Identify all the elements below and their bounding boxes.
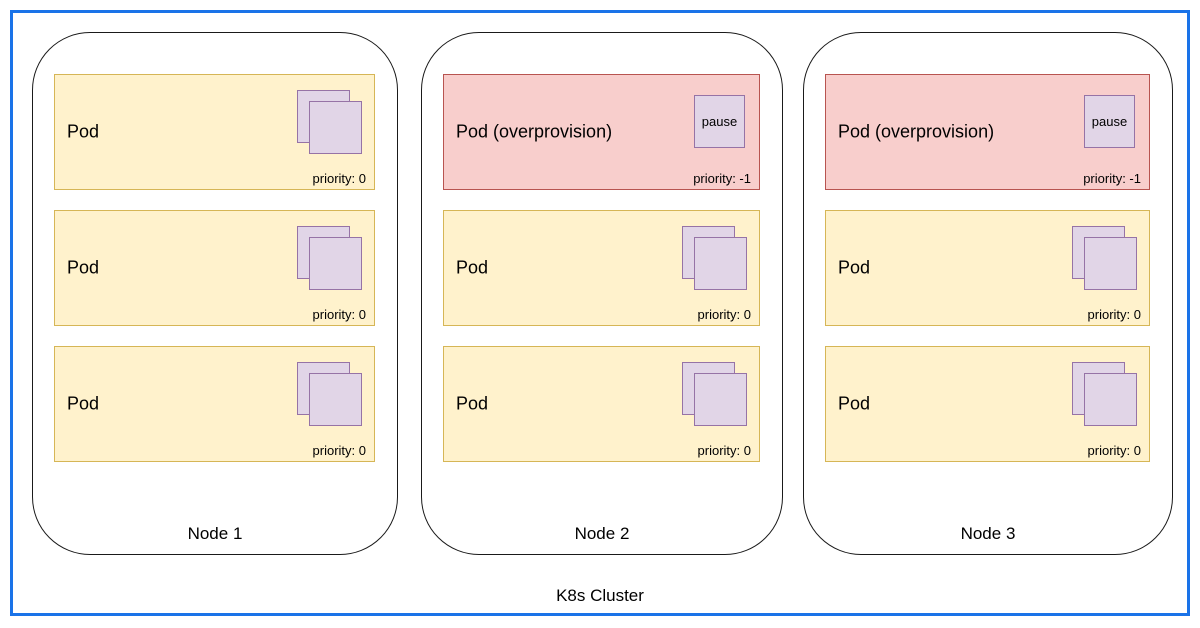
pod-priority: priority: 0 (697, 443, 751, 458)
node-1-pods: Pod priority: 0 Pod priority: 0 (54, 74, 375, 482)
pod-label: Pod (838, 257, 871, 278)
pod-overprovision: Pod (overprovision) pause priority: -1 (443, 74, 760, 190)
square-front (309, 101, 362, 154)
overlapping-squares-icon (1072, 362, 1138, 427)
overlapping-squares-icon (297, 90, 363, 155)
square-front (1084, 373, 1137, 426)
pod: Pod priority: 0 (825, 210, 1150, 326)
overlapping-squares-icon (1072, 226, 1138, 291)
pod-priority: priority: 0 (697, 307, 751, 322)
square-front (694, 237, 747, 290)
pause-label: pause (701, 114, 738, 129)
pod-label: Pod (overprovision) (838, 121, 995, 142)
square-front (309, 373, 362, 426)
pod-label: Pod (456, 257, 489, 278)
pod: Pod priority: 0 (54, 346, 375, 462)
square-front (1084, 237, 1137, 290)
square-front (309, 237, 362, 290)
pod: Pod priority: 0 (443, 210, 760, 326)
pause-icon: pause (694, 95, 745, 148)
pause-icon: pause (1084, 95, 1135, 148)
node-3: Pod (overprovision) pause priority: -1 P… (803, 32, 1173, 555)
node-3-label: Node 3 (960, 524, 1016, 543)
cluster-boundary: Pod priority: 0 Pod priority: 0 (10, 10, 1190, 616)
pod-label: Pod (838, 393, 871, 414)
pod: Pod priority: 0 (443, 346, 760, 462)
node-2: Pod (overprovision) pause priority: -1 P… (421, 32, 783, 555)
pod-label: Pod (67, 393, 100, 414)
node-2-pods: Pod (overprovision) pause priority: -1 P… (443, 74, 760, 482)
pause-label: pause (1091, 114, 1128, 129)
pod-priority: priority: 0 (312, 171, 366, 186)
node-2-label: Node 2 (574, 524, 630, 543)
overlapping-squares-icon (297, 226, 363, 291)
node-1-label: Node 1 (187, 524, 243, 543)
pod-label: Pod (67, 257, 100, 278)
overlapping-squares-icon (297, 362, 363, 427)
node-1: Pod priority: 0 Pod priority: 0 (32, 32, 398, 555)
pod-priority: priority: -1 (693, 171, 751, 186)
pod-priority: priority: 0 (312, 443, 366, 458)
pod-priority: priority: -1 (1083, 171, 1141, 186)
pod: Pod priority: 0 (54, 210, 375, 326)
cluster-label: K8s Cluster (556, 586, 644, 605)
pod: Pod priority: 0 (54, 74, 375, 190)
overlapping-squares-icon (682, 362, 748, 427)
pod-priority: priority: 0 (312, 307, 366, 322)
pod: Pod priority: 0 (825, 346, 1150, 462)
node-3-pods: Pod (overprovision) pause priority: -1 P… (825, 74, 1150, 482)
pod-priority: priority: 0 (1087, 443, 1141, 458)
pod-overprovision: Pod (overprovision) pause priority: -1 (825, 74, 1150, 190)
pod-priority: priority: 0 (1087, 307, 1141, 322)
overlapping-squares-icon (682, 226, 748, 291)
pod-label: Pod (overprovision) (456, 121, 613, 142)
square-front (694, 373, 747, 426)
pod-label: Pod (67, 121, 100, 142)
pod-label: Pod (456, 393, 489, 414)
